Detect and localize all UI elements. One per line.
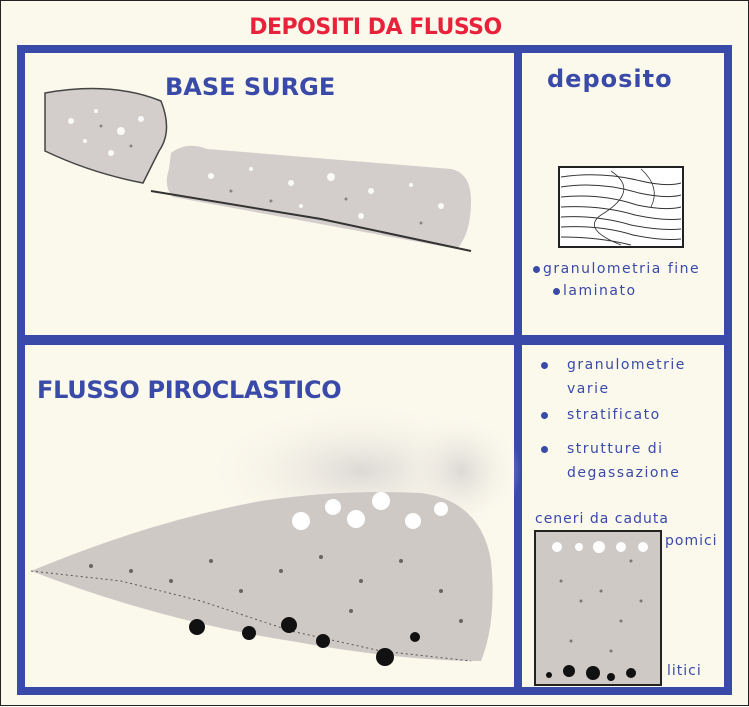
- bullet-label: degassazione: [567, 465, 680, 481]
- label-pomici: pomici: [665, 533, 718, 549]
- label-ceneri: ceneri da caduta: [535, 511, 669, 527]
- label-litici: litici: [667, 663, 702, 679]
- base-surge-title: BASE SURGE: [165, 73, 335, 101]
- bullet-label: granulometrie: [567, 357, 686, 373]
- bullet-dot: [541, 446, 548, 453]
- bullet-dot: [541, 412, 548, 419]
- flow-deposit-column: [535, 531, 661, 685]
- bullet-label: granulometria fine: [543, 261, 700, 277]
- deposito-title: deposito: [547, 65, 673, 93]
- laminated-deposit-box: [559, 167, 683, 247]
- bullet-label: strutture di: [567, 441, 664, 457]
- bullet-stratificato: stratificato: [567, 405, 661, 425]
- bullet-granulometria-fine: granulometria fine: [543, 259, 700, 279]
- bullet-laminato: laminato: [563, 281, 637, 301]
- bullet-label: laminato: [563, 283, 637, 299]
- bullet-degassazione: degassazione: [567, 463, 680, 483]
- bullet-label: varie: [567, 381, 610, 397]
- base-surge-illustration: [45, 89, 471, 252]
- bullet-strutture: strutture di: [567, 439, 664, 459]
- bullet-dot: [553, 288, 560, 295]
- bullet-varie: varie: [567, 379, 610, 399]
- bullet-granulometrie: granulometrie: [567, 355, 686, 375]
- flusso-piroclastico-title: FLUSSO PIROCLASTICO: [37, 376, 341, 404]
- bullet-dot: [533, 266, 540, 273]
- bullet-dot: [541, 362, 548, 369]
- pyroclastic-flow-illustration: [31, 401, 521, 666]
- bullet-label: stratificato: [567, 407, 661, 423]
